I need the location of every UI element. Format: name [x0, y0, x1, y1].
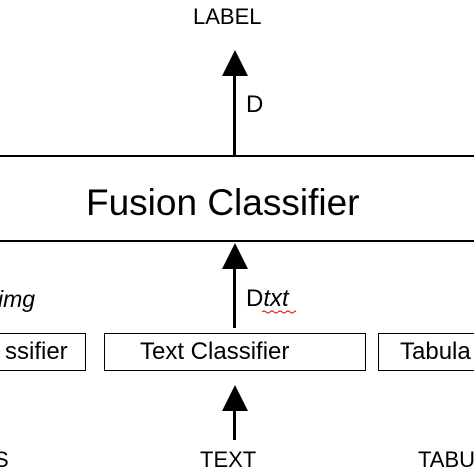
fusion-bottom-border — [0, 240, 474, 242]
text-classifier-label: Text Classifier — [140, 338, 290, 365]
tabular-input-label: TABU — [418, 447, 474, 472]
text-arrow-shaft — [233, 266, 236, 328]
text-decision-label: Dtxt — [246, 287, 289, 311]
text-input-arrow-shaft — [233, 408, 236, 440]
text-input-label: TEXT — [200, 447, 257, 472]
output-arrow-head — [222, 50, 248, 76]
text-decision-prefix: D — [246, 285, 264, 312]
text-decision-suffix: txt — [263, 285, 289, 312]
output-label: LABEL — [193, 4, 262, 29]
image-classifier-box: ssifier — [0, 333, 86, 371]
spellcheck-underline — [262, 310, 296, 314]
output-decision-label: D — [246, 91, 264, 118]
output-arrow-shaft — [233, 74, 236, 156]
tabular-classifier-label: Tabula — [400, 338, 471, 365]
fusion-classifier-title: Fusion Classifier — [86, 182, 360, 223]
image-input-label: S — [0, 447, 9, 472]
text-arrow-head — [222, 243, 248, 269]
image-decision-suffix: img — [0, 286, 36, 312]
fusion-top-border — [0, 155, 474, 157]
text-classifier-box: Text Classifier — [104, 333, 366, 371]
text-input-arrow-head — [222, 385, 248, 411]
tabular-classifier-box: Tabula — [378, 333, 474, 371]
image-decision-label: img — [0, 288, 35, 311]
image-classifier-label: ssifier — [5, 338, 68, 365]
